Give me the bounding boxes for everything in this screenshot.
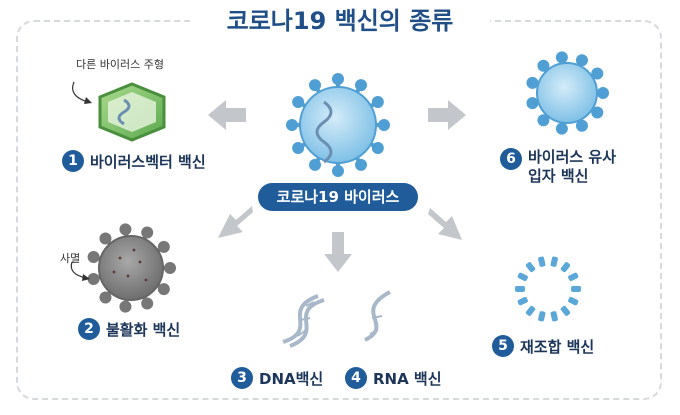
spike-head <box>119 223 132 236</box>
arrows <box>208 100 466 272</box>
spike-head <box>371 96 384 108</box>
number-badge: 6 <box>500 148 522 170</box>
spike-head <box>87 272 100 285</box>
vaccine-4-label: 4 RNA 백신 <box>345 367 442 389</box>
vaccine-5-label: 5 재조합 백신 <box>492 335 594 357</box>
spike-head <box>355 158 367 171</box>
vaccine-2-label: 2 불활화 백신 <box>78 318 180 340</box>
spike-head <box>555 122 568 135</box>
spike-head <box>309 79 321 92</box>
vaccine-name: 재조합 백신 <box>520 337 595 356</box>
arrow-down <box>324 232 352 272</box>
spike-head <box>597 87 609 99</box>
spike-head <box>157 283 170 296</box>
spike-head <box>332 165 344 177</box>
spike-head <box>575 54 588 67</box>
protein-subunit <box>550 311 558 322</box>
spike-head <box>141 297 154 310</box>
spike-head <box>371 142 384 154</box>
other-virus-note: 다른 바이러스 주형 <box>76 58 164 71</box>
protein-subunit <box>517 296 528 306</box>
protein-subunit <box>525 262 536 273</box>
arrow-right <box>428 100 466 130</box>
number-badge: 2 <box>78 318 100 340</box>
spike-head <box>555 51 568 64</box>
arrow-down-right <box>428 208 462 240</box>
spike-head <box>526 76 539 89</box>
spike-head <box>286 119 298 131</box>
diagram-title: 코로나19 백신의 종류 <box>190 4 490 38</box>
dna-helix-icon <box>282 294 325 348</box>
protein-subunit <box>560 305 571 316</box>
vlp-icon <box>526 51 609 135</box>
number-badge: 3 <box>231 367 253 389</box>
protein-subunit <box>560 262 571 273</box>
protein-subunit <box>517 272 528 282</box>
spike-head <box>119 300 132 313</box>
vaccine-name: 불활화 백신 <box>106 320 181 339</box>
protein-subunit <box>515 286 525 292</box>
protein-subunit <box>525 305 536 316</box>
vaccine-name: RNA 백신 <box>373 369 442 388</box>
viral-vector-icon <box>98 82 166 142</box>
spike-head <box>87 251 100 264</box>
spike-head <box>537 114 550 127</box>
vaccine-6-label: 6 바이러스 유사 입자 백신 <box>500 148 616 186</box>
protein-subunit <box>568 296 579 306</box>
protein-subunit <box>538 256 546 267</box>
arrow-down-left <box>218 206 253 238</box>
spike-head <box>157 240 170 253</box>
vaccine-name-line2: 입자 백신 <box>528 167 589 185</box>
spike-head <box>164 262 176 274</box>
spike-head <box>292 142 305 154</box>
recombinant-protein-ring-icon <box>515 256 581 322</box>
protein-subunit <box>568 272 579 282</box>
vaccine-3-label: 3 DNA백신 <box>231 367 323 389</box>
protein-subunit <box>538 311 546 322</box>
inactivated-virus-icon <box>87 223 176 313</box>
spike-head <box>99 232 112 245</box>
spike-head <box>309 158 321 171</box>
center-virus-label: 코로나19 바이러스 <box>258 183 418 211</box>
vaccine-1-label: 1 바이러스벡터 백신 <box>62 150 206 172</box>
vaccine-name: 바이러스벡터 백신 <box>90 152 206 171</box>
spike-head <box>141 226 154 239</box>
spike-head <box>537 59 550 72</box>
spike-head <box>526 97 539 110</box>
vaccine-name-line1: 바이러스 유사 <box>528 148 617 166</box>
spike-head <box>292 96 305 108</box>
protein-subunit <box>550 256 558 267</box>
number-badge: 5 <box>492 335 514 357</box>
rna-strand-icon <box>364 290 391 342</box>
spike-head <box>332 73 344 85</box>
center-virus-icon <box>286 73 390 177</box>
arrow-left <box>208 100 246 130</box>
spike-head <box>575 119 588 132</box>
spike-head <box>591 106 604 119</box>
vaccine-name: DNA백신 <box>259 369 324 388</box>
spike-head <box>591 67 604 80</box>
spike-head <box>99 291 112 304</box>
spike-head <box>355 79 367 92</box>
number-badge: 1 <box>62 150 84 172</box>
number-badge: 4 <box>345 367 367 389</box>
spike-head <box>378 119 390 131</box>
protein-subunit <box>571 286 581 292</box>
inactivate-note: 사멸 <box>60 252 81 265</box>
